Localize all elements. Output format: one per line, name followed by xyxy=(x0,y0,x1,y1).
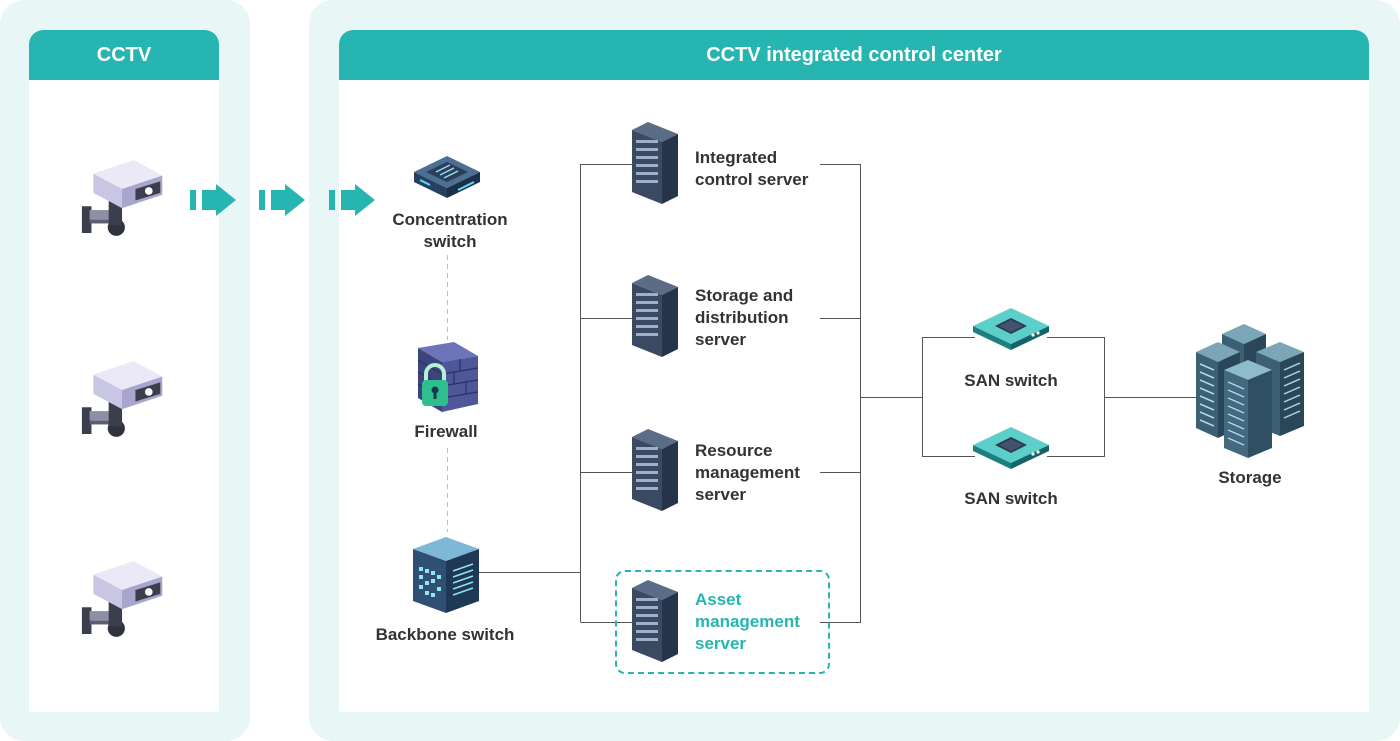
san-switch-label-bottom: SAN switch xyxy=(964,489,1058,508)
san-switch-icon xyxy=(973,425,1049,469)
server-label-integrated-control: Integrated control server xyxy=(695,147,808,191)
san-right-bracket xyxy=(1047,337,1105,457)
server-4-line3: server xyxy=(695,634,747,653)
server-2-line2: distribution xyxy=(695,308,789,327)
server-label-asset-management: Asset management server xyxy=(695,589,800,655)
firewall-label: Firewall xyxy=(414,422,478,441)
firewall-lock-icon xyxy=(414,342,480,414)
san-left-bracket xyxy=(922,337,975,457)
server-rack-icon xyxy=(632,429,678,511)
storage-label: Storage xyxy=(1218,468,1282,487)
server-label-storage-distribution: Storage and distribution server xyxy=(695,285,793,351)
server-rack-icon xyxy=(632,275,678,357)
switch-icon xyxy=(414,150,480,202)
server-1-line1: Integrated xyxy=(695,148,778,167)
highlight-box xyxy=(615,570,830,674)
backbone-switch-icon xyxy=(411,535,481,615)
server-rack-icon xyxy=(632,122,678,204)
server-4-line2: management xyxy=(695,612,800,631)
concentration-switch-label-line1: Concentration xyxy=(392,210,508,229)
backbone-switch-label: Backbone switch xyxy=(375,625,515,644)
control-center-title: CCTV integrated control center xyxy=(339,30,1369,80)
concentration-switch-label: Concentration switch xyxy=(372,209,528,253)
server-3-line1: Resource xyxy=(695,441,773,460)
server-1-line2: control server xyxy=(695,170,809,189)
storage-cluster-icon xyxy=(1192,318,1308,460)
server-label-resource-management: Resource management server xyxy=(695,440,800,506)
san-switch-label-top: SAN switch xyxy=(964,371,1058,390)
san-switch-icon xyxy=(973,306,1049,350)
concentration-switch-label-line2: switch xyxy=(423,232,477,251)
server-2-line3: server xyxy=(695,330,747,349)
server-3-line3: server xyxy=(695,485,747,504)
server-4-line1: Asset xyxy=(695,590,742,609)
server-rack-icon xyxy=(632,580,678,662)
storage-rack-front xyxy=(1224,360,1272,458)
server-2-line1: Storage and xyxy=(695,286,794,305)
cctv-panel-inner: CCTV xyxy=(29,30,219,712)
server-3-line2: management xyxy=(695,463,800,482)
cctv-panel: CCTV xyxy=(0,0,250,741)
cctv-panel-title: CCTV xyxy=(29,30,219,80)
